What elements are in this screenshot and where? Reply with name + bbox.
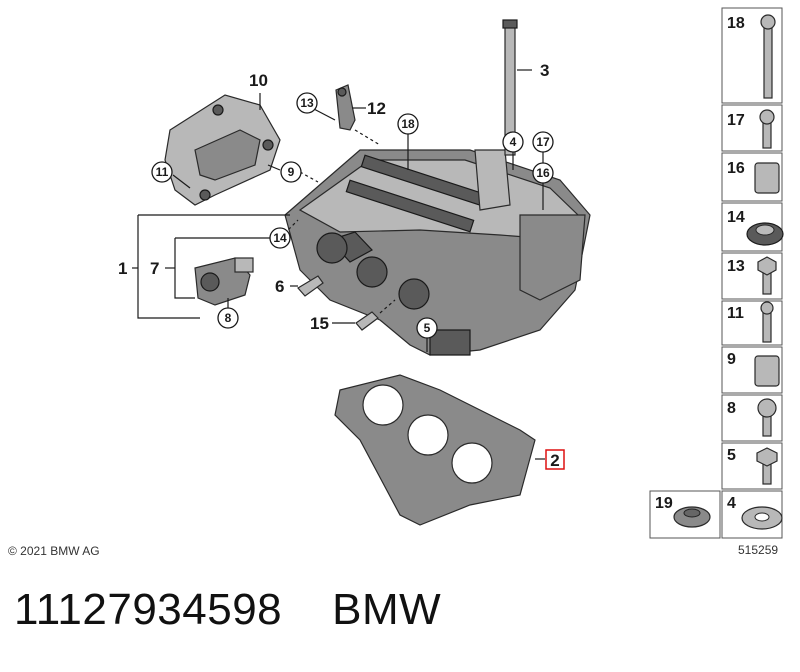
panel-item-4[interactable]: 4 (721, 490, 783, 539)
panel-item-11[interactable]: 11 (721, 300, 783, 346)
panel-item-17[interactable]: 17 (721, 104, 783, 152)
panel-item-19[interactable]: 19 (649, 490, 721, 539)
callout-circle-16: 16 (532, 162, 554, 184)
svg-text:13: 13 (727, 258, 745, 275)
panel-item-8[interactable]: 8 (721, 394, 783, 442)
panel-item-18[interactable]: 18 (721, 7, 783, 104)
cylinder-head (284, 149, 591, 356)
callout-circle-9: 9 (280, 161, 302, 183)
svg-text:17: 17 (536, 135, 550, 149)
panel-item-9[interactable]: 9 (721, 346, 783, 394)
svg-text:14: 14 (727, 209, 745, 226)
svg-text:8: 8 (225, 311, 232, 325)
image-id: 515259 (738, 543, 778, 557)
svg-text:9: 9 (288, 165, 295, 179)
svg-text:17: 17 (727, 112, 745, 129)
parts-panel: 18 17 16 14 13 11 (649, 7, 784, 539)
leader-lines (132, 69, 545, 460)
panel-item-16[interactable]: 16 (721, 152, 783, 202)
callout-circle-11: 11 (151, 161, 173, 183)
svg-text:5: 5 (727, 447, 736, 464)
callout-circle-14: 14 (269, 227, 291, 249)
svg-text:9: 9 (727, 351, 736, 368)
part-number: 11127934598 (14, 585, 283, 634)
svg-text:5: 5 (424, 321, 431, 335)
callout-12: 12 (367, 99, 386, 118)
svg-text:4: 4 (510, 135, 517, 149)
svg-text:18: 18 (401, 117, 415, 131)
sensor-part-12 (335, 84, 356, 131)
callout-3: 3 (540, 61, 549, 80)
part-caption: 11127934598 BMW (14, 585, 441, 635)
callout-circle-8: 8 (217, 307, 239, 329)
callout-6: 6 (275, 277, 284, 296)
sensor-part-6 (297, 275, 324, 297)
brand-name: BMW (332, 585, 442, 634)
valve-part-7 (194, 257, 254, 306)
bracket-part-10 (164, 94, 281, 206)
svg-text:13: 13 (300, 96, 314, 110)
svg-text:2: 2 (550, 451, 559, 470)
panel-item-14[interactable]: 14 (721, 202, 784, 252)
panel-item-5[interactable]: 5 (721, 442, 783, 490)
callout-1: 1 (118, 259, 127, 278)
callouts: 1 7 10 12 3 6 15 11 9 13 18 4 17 (118, 61, 565, 470)
callout-15: 15 (310, 314, 329, 333)
callout-circle-5: 5 (416, 317, 438, 339)
callout-box-2[interactable]: 2 (545, 449, 565, 470)
svg-text:19: 19 (655, 495, 673, 512)
callout-10: 10 (249, 71, 268, 90)
head-gasket-part-2 (334, 374, 536, 526)
svg-text:11: 11 (727, 305, 744, 322)
callout-circle-13: 13 (296, 92, 318, 114)
copyright-text: © 2021 BMW AG (8, 544, 100, 558)
bolt-part-3 (502, 19, 518, 156)
svg-text:14: 14 (273, 231, 287, 245)
callout-circle-4: 4 (502, 131, 524, 153)
svg-text:11: 11 (156, 165, 169, 179)
callout-7: 7 (150, 259, 159, 278)
svg-text:4: 4 (727, 495, 736, 512)
panel-item-13[interactable]: 13 (721, 252, 783, 300)
svg-text:16: 16 (727, 160, 745, 177)
callout-circle-18: 18 (397, 113, 419, 135)
svg-text:18: 18 (727, 15, 745, 32)
svg-text:16: 16 (536, 166, 550, 180)
callout-circle-17: 17 (532, 131, 554, 153)
sensor-part-15 (355, 311, 379, 331)
svg-text:8: 8 (727, 400, 736, 417)
